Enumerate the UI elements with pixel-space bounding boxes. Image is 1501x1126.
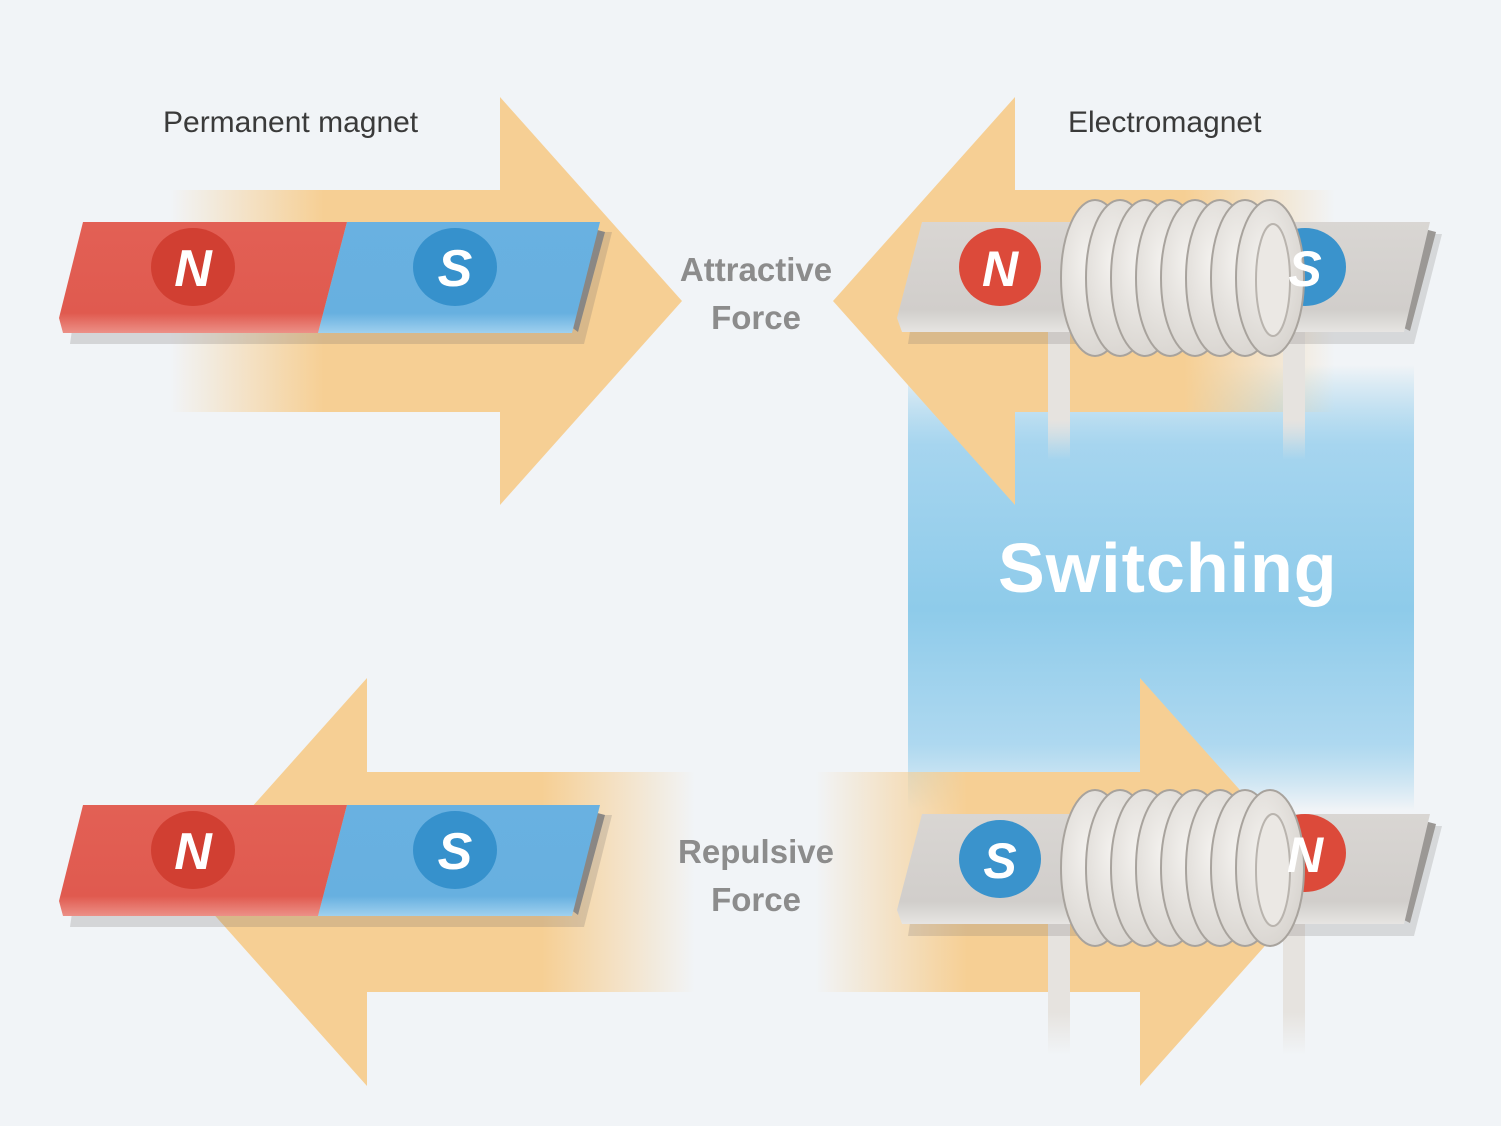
electromagnet-label: Electromagnet xyxy=(1068,106,1262,139)
permanent-magnet-bottom xyxy=(59,805,612,927)
coil-end xyxy=(1255,223,1291,337)
electromagnet-top xyxy=(897,199,1442,460)
pole-letter: N xyxy=(982,241,1019,297)
permanent-magnet-top xyxy=(59,222,612,344)
pole-circle-south xyxy=(959,820,1041,898)
coil-bottom xyxy=(1060,789,1305,947)
pole-circle-north xyxy=(959,228,1041,306)
pole-circle-south xyxy=(413,228,497,306)
pole-letter: S xyxy=(438,823,473,881)
pole-circle-north xyxy=(151,228,235,306)
pole-letter: N xyxy=(1287,827,1324,883)
repulsive-force-line-2: Force xyxy=(711,881,801,918)
electromagnet-bottom xyxy=(897,789,1442,1055)
coil-end xyxy=(1255,813,1291,927)
pole-letter: S xyxy=(983,833,1016,889)
pole-letter: S xyxy=(438,240,473,298)
repulsive-force-line-1: Repulsive xyxy=(678,833,834,870)
pole-circle-south xyxy=(413,811,497,889)
pole-letter: S xyxy=(1288,241,1321,297)
pole-letter: N xyxy=(174,240,213,298)
attractive-force-line-1: Attractive xyxy=(679,251,833,288)
attractive-force-label: Attractive Force xyxy=(636,246,876,342)
pole-letter: N xyxy=(174,823,213,881)
coil-top xyxy=(1060,199,1305,357)
permanent-magnet-label: Permanent magnet xyxy=(163,106,419,139)
repulsive-force-label: Repulsive Force xyxy=(636,828,876,924)
attractive-force-line-2: Force xyxy=(711,299,801,336)
pole-circle-north xyxy=(151,811,235,889)
switching-label: Switching xyxy=(998,529,1338,607)
